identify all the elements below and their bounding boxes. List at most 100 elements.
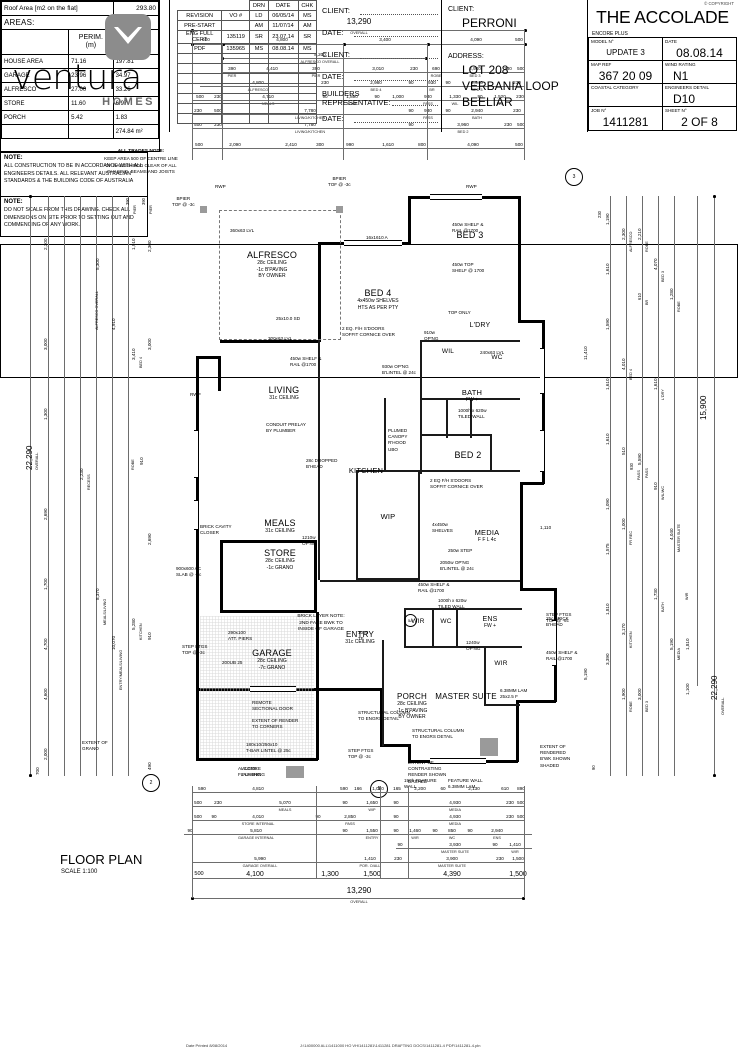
annotation: STRUCTURAL COLUMN TO ENGRS DETAIL xyxy=(412,728,464,740)
field-model-no: MODEL N° UPDATE 3 xyxy=(588,37,663,61)
section-bubble: 3 xyxy=(565,168,583,186)
form-label-client-2: CLIENT: xyxy=(322,50,350,59)
annotation: EXTENT OF RENDER TO CORNERS xyxy=(252,718,299,730)
annotation: 450w SHELF & RAIL @1700 xyxy=(546,650,578,662)
dim-line xyxy=(192,806,524,807)
room-store: STORE 28c CEILING -1c GRANO xyxy=(264,548,296,571)
room-meals: MEALS 31c CEILING xyxy=(264,518,296,534)
annotation: EXTENT OF GRANO xyxy=(82,740,108,752)
annotation: 28c DROPPED B'HEAD xyxy=(306,458,338,470)
ventura-chevron-icon xyxy=(105,14,151,60)
annotation: 1020 TF xyxy=(358,630,369,642)
annotation: STEP FTGS TOP @ -3c xyxy=(348,748,374,760)
dim-line xyxy=(192,820,524,821)
annotation: 200UB 25 xyxy=(222,660,243,665)
ventura-logo: ventura HOMES xyxy=(0,0,170,132)
dim-line xyxy=(192,878,524,879)
dim-line xyxy=(192,30,526,31)
annotation: 300x63 LVL xyxy=(268,336,293,341)
annotation: 180x10/250x10 T-BAR LINTEL @ 25c xyxy=(246,742,291,754)
dim-line xyxy=(200,86,524,87)
annotation: ALCORE FLASHING xyxy=(238,766,261,778)
room-entry: ENTRY 31c CEILING xyxy=(345,630,375,645)
dim-line xyxy=(192,898,524,899)
room-bed4: BED 4 4x450w SHELVES HTS AS PER PTY xyxy=(357,288,399,311)
room-kitchen: KITCHEN xyxy=(348,466,384,475)
form-label-client: CLIENT: xyxy=(322,6,350,15)
floor-plan-drawing: 13,290 OVERALL 500 4,800 3,400 4,090 500… xyxy=(25,17,725,904)
room-bath: BATH FW + xyxy=(461,388,483,403)
room-wip: WIP xyxy=(380,512,396,521)
room-alfresco: ALFRESCO 28c CEILING -1c B'PAVING BY OWN… xyxy=(246,250,298,279)
all-trades-note: ALL TRADES NOTE: KEEP AREA 500 OF CENTRE… xyxy=(104,149,178,175)
print-date: Date Printed 8/08/2014 xyxy=(186,1043,228,1048)
annotation: 450w SHELF & RAIL @1700 xyxy=(452,222,484,234)
annotation: 450w TOP SHELF @ 1700 xyxy=(452,262,485,274)
field-map-ref: MAP REF 367 20 09 xyxy=(588,60,663,84)
dim-right-11410: 11,410 xyxy=(583,346,588,360)
room-media: MEDIA F F L 4c xyxy=(474,528,500,543)
form-label-date-2: DATE: xyxy=(322,72,344,81)
room-ens: ENS FW + xyxy=(482,616,498,629)
table-row: PDF 135965 MS 08.08.14 MS xyxy=(176,43,318,54)
annotation: 1210w OP'NG xyxy=(302,535,317,547)
annotation: 240x63 LVL xyxy=(480,350,505,355)
annotation: EXTENT OF CONTRASTING RENDER SHOWN DASHE… xyxy=(408,760,447,784)
table-row xyxy=(176,73,318,84)
room-ldry: L'DRY xyxy=(469,322,491,329)
annotation: RWP xyxy=(466,184,477,189)
section-bubble: 5 xyxy=(370,780,388,798)
plan-name: THE ACCOLADE xyxy=(596,7,729,27)
room-porch: PORCH 28c CEILING -1c B'PAVING BY OWNER xyxy=(396,692,428,720)
dim-overall-depth: 22,290 xyxy=(25,445,34,470)
table-row xyxy=(176,113,318,124)
address-line-2: VERBANIA LOOP xyxy=(462,79,559,93)
dim-line xyxy=(222,58,427,59)
print-path: J:\1400000 ALL\1411000 HO VH\1411281\141… xyxy=(300,1043,481,1048)
field-job-no: JOB N° 1411281 xyxy=(588,106,663,131)
client-label: CLIENT: xyxy=(448,6,475,13)
annotation: 910w OP'NG xyxy=(424,330,439,342)
annotation: 930w OP'NG B'LINTEL @ 24c xyxy=(382,364,416,376)
client-name: PERRONI xyxy=(462,16,517,30)
annotation: 4x450w SHELVES xyxy=(432,522,453,534)
annotation: TOP ONLY xyxy=(448,310,471,315)
form-label-builders-rep: BUILDERS REPRESENTATIVE: xyxy=(322,89,391,107)
annotation: FEATURE WALL 6.38MM LAM xyxy=(448,778,483,790)
copyright-text: © COPYRIGHT xyxy=(704,1,734,6)
note-construction: NOTE: ALL CONSTRUCTION TO BE IN ACCORDAN… xyxy=(0,152,148,197)
field-wind-rating: WIND RATING N1 xyxy=(662,60,737,84)
dim-overall-width: 13,290 xyxy=(346,17,372,26)
annotation: 1000h x 620w TILED WALL xyxy=(438,598,467,610)
logo-wordmark: ventura xyxy=(12,58,142,98)
dim-line xyxy=(192,114,524,115)
dim-line xyxy=(222,72,524,73)
annotation: 2 EQ. F/H S'DOORS SOFFIT CORNICE OVER xyxy=(342,326,396,338)
annotation: 1,110 xyxy=(540,525,552,530)
annotation: BPIER TOF @ -3c xyxy=(328,176,351,188)
annotation: RWP xyxy=(215,184,226,189)
field-sheet-no: SHEET N° 2 OF 8 xyxy=(662,106,737,131)
field-date: DATE 08.08.14 xyxy=(662,37,737,61)
room-bed2: BED 2 xyxy=(454,450,482,460)
bricklayer-note: BRICK LAYER NOTE: 2ND FACE BWK TO INSIDE… xyxy=(297,614,345,633)
address-label: ADDRESS: xyxy=(448,53,484,60)
room-garage: GARAGE 28c CEILING -7c GRANO xyxy=(252,648,292,671)
room-bed3: BED 3 xyxy=(456,230,484,240)
field-coastal-category: COASTAL CATEGORY xyxy=(588,83,663,107)
dim-line xyxy=(192,128,524,129)
annotation: 2 EQ F/H S'DOORS SOFFIT CORNICE OVER xyxy=(430,478,484,490)
room-wir-2: WIR xyxy=(494,660,508,667)
plan-range: ENCORE PLUS xyxy=(592,31,628,37)
annotation: 450w SHELF & RAIL @1700 xyxy=(290,356,322,368)
annotation: 6.38MM LAM 25x2.5 F xyxy=(500,688,528,700)
room-wil: WIL xyxy=(441,348,455,355)
table-header-row: REVISION VO # LD 06/05/14 MS xyxy=(176,10,318,21)
dim-overall-width-bottom: 13,290 xyxy=(346,886,372,895)
annotation: STEP FTGS TOP @ -6c xyxy=(546,612,572,624)
plan-scale: SCALE 1:100 xyxy=(61,869,98,875)
table-row xyxy=(176,63,318,74)
annotation: 900x600 AC SLAB @ -1c xyxy=(176,566,202,578)
